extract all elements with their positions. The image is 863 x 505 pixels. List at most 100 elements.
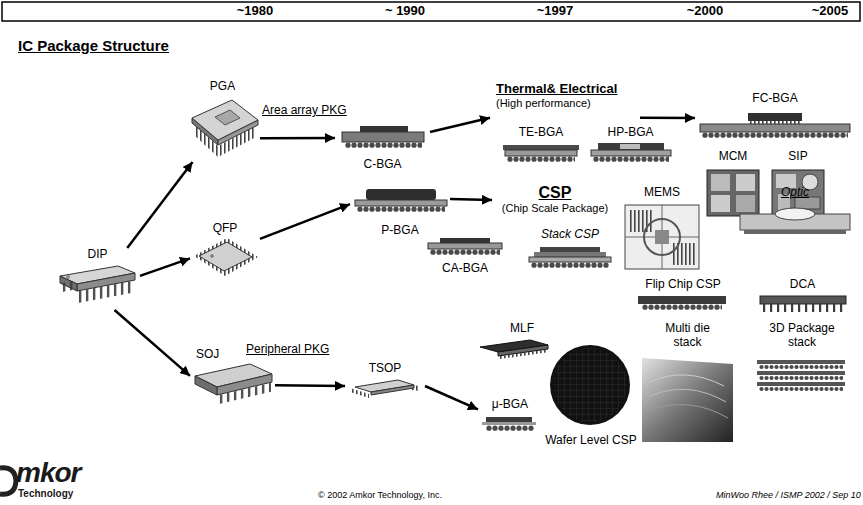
author-note: MinWoo Rhee / ISMP 2002 / Sep 10 '02 xyxy=(716,490,863,500)
package-node: C-BGA xyxy=(335,122,430,172)
package-label: SIP xyxy=(788,150,807,164)
package-node: MLF xyxy=(476,322,568,362)
cbga-package xyxy=(342,126,424,149)
dip-package-part xyxy=(62,280,76,292)
cbga-package-part xyxy=(345,142,422,149)
evolution-arrow xyxy=(425,386,478,409)
fcbga-package-part xyxy=(700,124,850,132)
dip-package xyxy=(60,266,135,303)
tebga-package-part xyxy=(503,145,579,150)
optic-package-part xyxy=(775,208,815,220)
wafer-image-part xyxy=(553,348,627,422)
tsop-package xyxy=(350,380,420,398)
package-label: TSOP xyxy=(369,362,402,376)
amkor-logo-mark-part xyxy=(0,468,16,494)
cbga-package-part xyxy=(342,132,424,142)
package-label: Multi die stack xyxy=(652,322,724,350)
package-label: HP-BGA xyxy=(607,126,653,140)
evolution-arrow xyxy=(140,258,190,276)
multi-die-stack-image-part xyxy=(650,375,724,386)
hpbga-package-part xyxy=(620,144,640,149)
3d-package-stack-image-part xyxy=(757,360,845,364)
3d-package-stack-image-part xyxy=(757,382,845,386)
fcbga-package-part xyxy=(748,113,802,121)
evolution-arrow xyxy=(450,199,492,200)
micro-bga-package xyxy=(482,417,536,432)
cabga-package-part xyxy=(440,238,490,243)
3d-package-stack-image-part xyxy=(759,375,843,381)
package-node: CA-BGA xyxy=(425,236,505,276)
package-node: HP-BGA xyxy=(588,126,673,168)
package-label: Wafer Level CSP xyxy=(545,434,637,448)
package-subtitle: (High performance) xyxy=(496,97,591,110)
tebga-package xyxy=(503,145,579,163)
package-node: TSOP xyxy=(345,362,425,402)
fcbga-package-part xyxy=(702,132,848,139)
evolution-arrow xyxy=(260,204,350,239)
mcm-package-part xyxy=(711,174,730,191)
category-label: Peripheral PKG xyxy=(246,343,329,357)
micro-bga-package-part xyxy=(486,425,534,432)
package-label: CA-BGA xyxy=(442,262,488,276)
evolution-arrow xyxy=(430,118,490,132)
pbga-package-part xyxy=(355,200,447,206)
pga-package-part xyxy=(215,110,240,125)
cabga-package-part xyxy=(428,243,502,249)
timeline-bar xyxy=(2,2,860,21)
hpbga-package-part xyxy=(591,150,671,156)
mcm-package-part xyxy=(736,174,755,191)
mcm-package-part xyxy=(711,195,730,212)
cabga-package-part xyxy=(430,249,500,256)
hpbga-package-part xyxy=(598,143,664,150)
micro-bga-package-part xyxy=(486,417,532,422)
mems-device-part xyxy=(655,230,669,244)
package-label: C-BGA xyxy=(363,158,401,172)
mcm-package-part xyxy=(736,195,755,212)
mcm-package-part xyxy=(707,170,759,216)
mems-device xyxy=(625,205,699,269)
package-node: Stack CSP xyxy=(525,228,615,280)
tebga-package-part xyxy=(505,150,577,156)
timeline-year: ~1980 xyxy=(237,4,274,19)
qfp-package xyxy=(194,238,258,276)
flip-chip-csp-package xyxy=(638,296,726,311)
package-node: Wafer Level CSP xyxy=(541,338,641,448)
package-node: SIP xyxy=(768,150,828,220)
logo-text: mkor xyxy=(16,457,80,489)
package-label: Stack CSP xyxy=(541,228,599,242)
flip-chip-csp-package-part xyxy=(642,304,722,311)
optic-package xyxy=(740,208,850,234)
optic-package-part xyxy=(744,230,846,234)
mlf-package xyxy=(480,340,548,359)
package-node: PGA xyxy=(185,80,260,162)
mems-device-part xyxy=(630,210,652,232)
3d-package-stack-image-part xyxy=(759,364,843,370)
package-label: PGA xyxy=(210,80,235,94)
package-label: MLF xyxy=(510,322,534,336)
timeline-year: ~1997 xyxy=(537,4,574,19)
qfp-package-part xyxy=(210,254,214,258)
multi-die-stack-image xyxy=(642,358,733,442)
package-node: DCA xyxy=(755,278,850,316)
package-node: Optic xyxy=(735,186,855,242)
package-node: FC-BGA xyxy=(695,92,855,144)
package-node: MEMS xyxy=(622,186,702,274)
3d-package-stack-image-part xyxy=(757,371,845,375)
package-label: Optic xyxy=(781,186,809,200)
mems-device-part xyxy=(644,219,680,255)
dca-package-part xyxy=(762,304,844,312)
package-label: TE-BGA xyxy=(519,126,564,140)
timeline-year: ~ 1990 xyxy=(385,4,425,19)
stack-csp-package-part xyxy=(540,247,600,252)
micro-bga-package-part xyxy=(482,422,536,425)
dip-package-part xyxy=(66,275,70,279)
qfp-package-part xyxy=(194,238,258,276)
amkor-logo-mark xyxy=(0,468,16,494)
3d-package-stack-image-part xyxy=(759,386,843,392)
package-node: QFP xyxy=(190,222,260,278)
stack-csp-package-part xyxy=(531,262,609,270)
package-node: P-BGA xyxy=(350,186,450,238)
dip-package-part xyxy=(60,276,77,291)
